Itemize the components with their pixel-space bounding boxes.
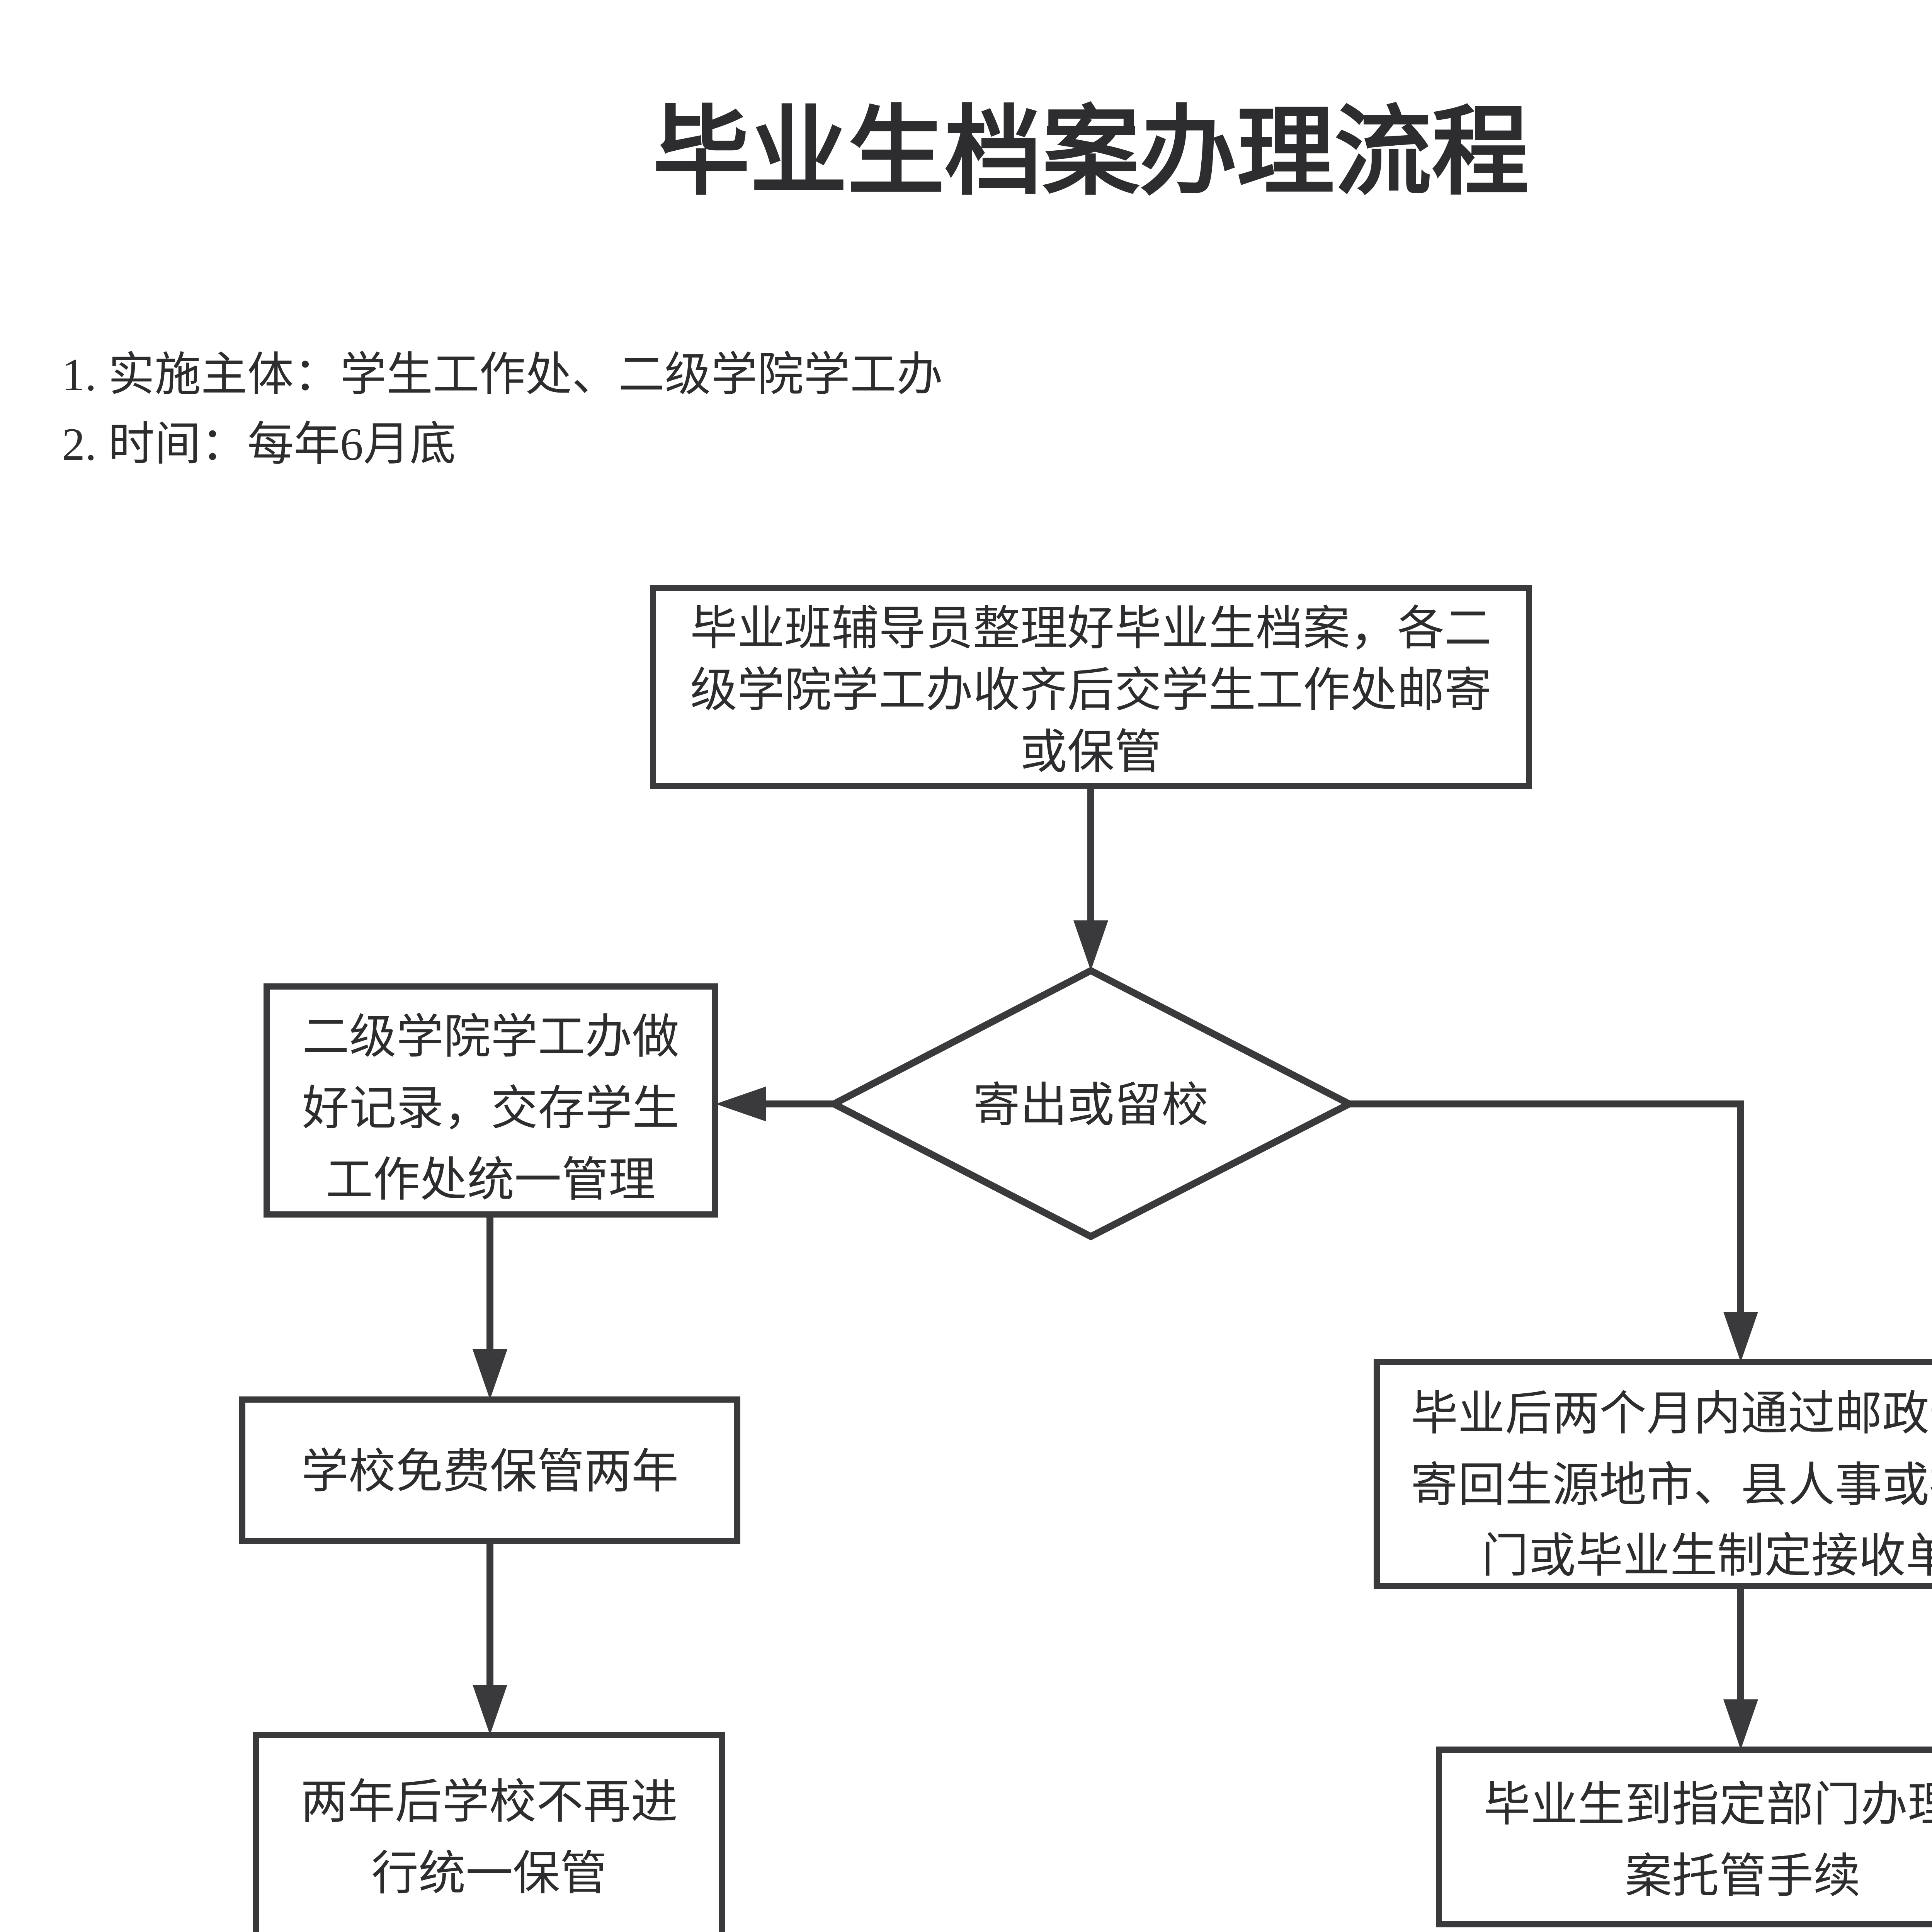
expire-text-line-1: 两年后学校不再进	[301, 1776, 678, 1828]
record-text-line-3: 工作处统一管理	[326, 1154, 656, 1206]
mail-text-line-3: 门或毕业生制定接收单位	[1481, 1530, 1932, 1582]
arrow-shaft	[1349, 1100, 1744, 1313]
arrow-start-to-decision	[1073, 786, 1108, 971]
arrow-mail-to-deposit	[1723, 1586, 1758, 1750]
mail-box	[1374, 1359, 1932, 1589]
start-process-box	[650, 585, 1532, 789]
arrow-head	[716, 1087, 766, 1121]
keep-text: 学校免费保管两年	[301, 1446, 679, 1498]
deposit-box	[1436, 1747, 1932, 1927]
record-text-line-1: 二级学院学工办做	[302, 1011, 679, 1063]
record-box	[264, 983, 718, 1218]
arrow-head	[1073, 920, 1108, 971]
arrow-decision-to-record	[716, 1087, 834, 1121]
arrow-head	[1723, 1699, 1758, 1750]
expire-box	[253, 1732, 725, 1932]
connector-decision-to-mail	[1349, 1100, 1758, 1362]
start-process-text-line-3: 或保管	[1020, 726, 1162, 779]
arrow-record-to-keep	[473, 1214, 507, 1400]
deposit-text-line-2: 案托管手续	[1625, 1850, 1861, 1903]
start-process-text-line-2: 级学院学工办收齐后交学生工作处邮寄	[690, 665, 1492, 717]
arrow-head	[473, 1349, 507, 1400]
arrow-keep-to-expire	[473, 1541, 507, 1735]
decision-diamond	[826, 966, 1357, 1241]
decision-label: 寄出或留校	[973, 1080, 1209, 1132]
arrow-head	[1723, 1312, 1758, 1362]
page-title: 毕业生档案办理流程	[653, 99, 1529, 207]
deposit-text-line-1: 毕业生到指定部门办理档	[1483, 1779, 1932, 1831]
mail-text-line-1: 毕业后两个月内通过邮政部门邮	[1411, 1388, 1932, 1440]
note-implementer: 1. 实施主体：学生工作处、二级学院学工办	[62, 349, 943, 400]
expire-text-line-2: 行统一保管	[371, 1848, 607, 1900]
arrow-head	[473, 1685, 507, 1735]
record-text-line-2: 好记录，交存学生	[302, 1083, 679, 1135]
start-process-text-line-1: 毕业班辅导员整理好毕业生档案，各二	[690, 603, 1492, 655]
note-schedule: 2. 时间：每年6月底	[62, 418, 456, 470]
keep-box	[239, 1396, 740, 1544]
mail-text-line-2: 寄回生源地市、县人事或社保部	[1411, 1459, 1932, 1512]
